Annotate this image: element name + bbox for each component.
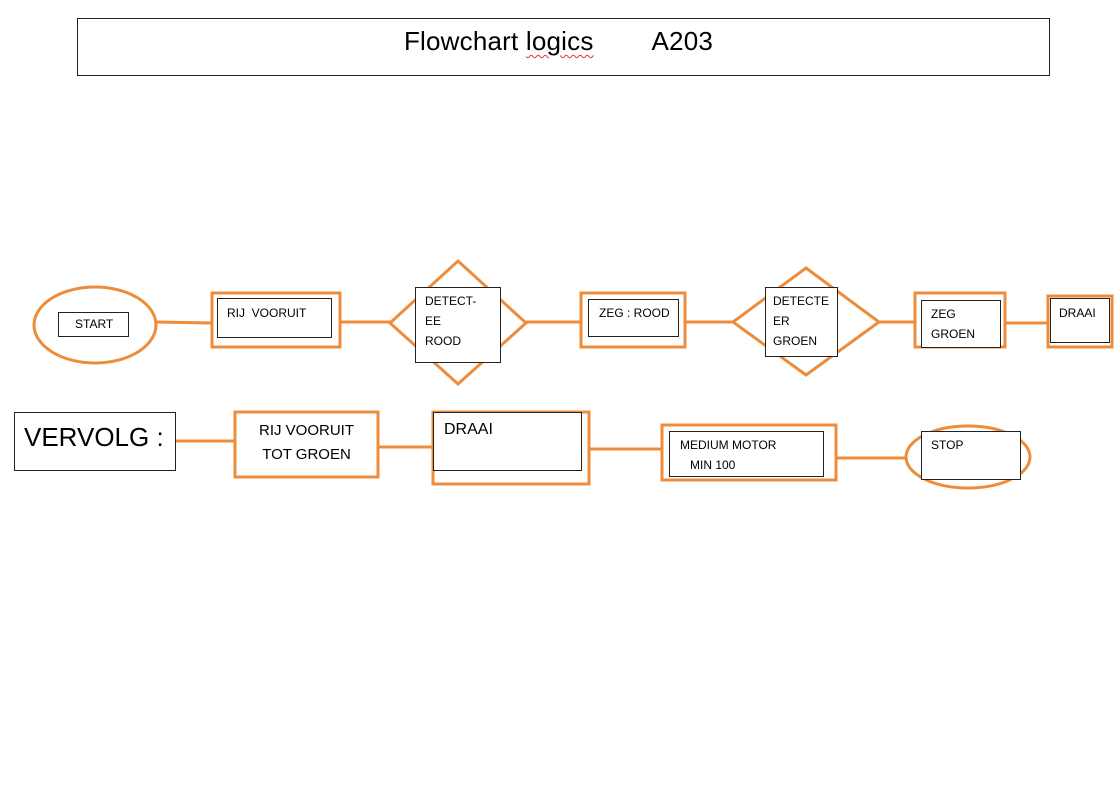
start-ellipse xyxy=(32,285,158,365)
title-suffix: A203 xyxy=(593,26,714,56)
detect-rood-box: DETECT- EE ROOD xyxy=(415,287,501,363)
connector-start-rij xyxy=(155,320,213,325)
page-title: Flowchart logics A203 xyxy=(0,26,1117,57)
detect-rood-label: DETECT- EE ROOD xyxy=(425,294,477,348)
stop-ellipse xyxy=(904,424,1032,490)
detect-groen-box: DETECTE ER GROEN xyxy=(765,287,838,357)
draai-box-1: DRAAI xyxy=(1050,298,1110,343)
medium-motor-box: MEDIUM MOTOR MIN 100 xyxy=(669,431,824,477)
title-prefix: Flowchart xyxy=(403,26,526,56)
zeg-rood-box: ZEG : ROOD xyxy=(588,299,679,337)
medium-motor-rect xyxy=(660,423,838,482)
zeg-rood-rect xyxy=(579,291,687,349)
zeg-groen-box: ZEG GROEN xyxy=(921,300,1001,348)
start-label: START xyxy=(75,317,114,331)
detect-groen-diamond xyxy=(730,266,882,377)
zeg-groen-label: ZEG GROEN xyxy=(931,307,976,341)
vervolg-box: VERVOLG : xyxy=(14,412,176,471)
rij-tot-groen-label: RIJ VOORUIT TOT GROEN xyxy=(258,422,354,463)
detect-rood-diamond xyxy=(387,258,529,387)
rij-vooruit-label: RIJ VOORUIT xyxy=(227,306,307,320)
stop-box: STOP xyxy=(921,431,1021,480)
draai-label-1: DRAAI xyxy=(1059,306,1096,320)
draai-label-2: DRAAI xyxy=(444,421,493,438)
vervolg-label: VERVOLG : xyxy=(24,422,164,452)
draai-rect-1 xyxy=(1046,294,1114,349)
start-box: START xyxy=(58,312,129,337)
rij-vooruit-box: RIJ VOORUIT xyxy=(217,298,332,338)
title-box xyxy=(77,18,1050,76)
rij-tot-groen-rect xyxy=(233,410,380,479)
title-squiggle-word: logics xyxy=(525,26,594,56)
rij-vooruit-rect xyxy=(210,291,342,349)
draai-box-2: DRAAI xyxy=(433,412,582,471)
zeg-rood-label: ZEG : ROOD xyxy=(599,306,670,320)
stop-label: STOP xyxy=(931,438,964,452)
detect-groen-label: DETECTE ER GROEN xyxy=(773,294,830,348)
medium-motor-label: MEDIUM MOTOR MIN 100 xyxy=(680,438,777,472)
